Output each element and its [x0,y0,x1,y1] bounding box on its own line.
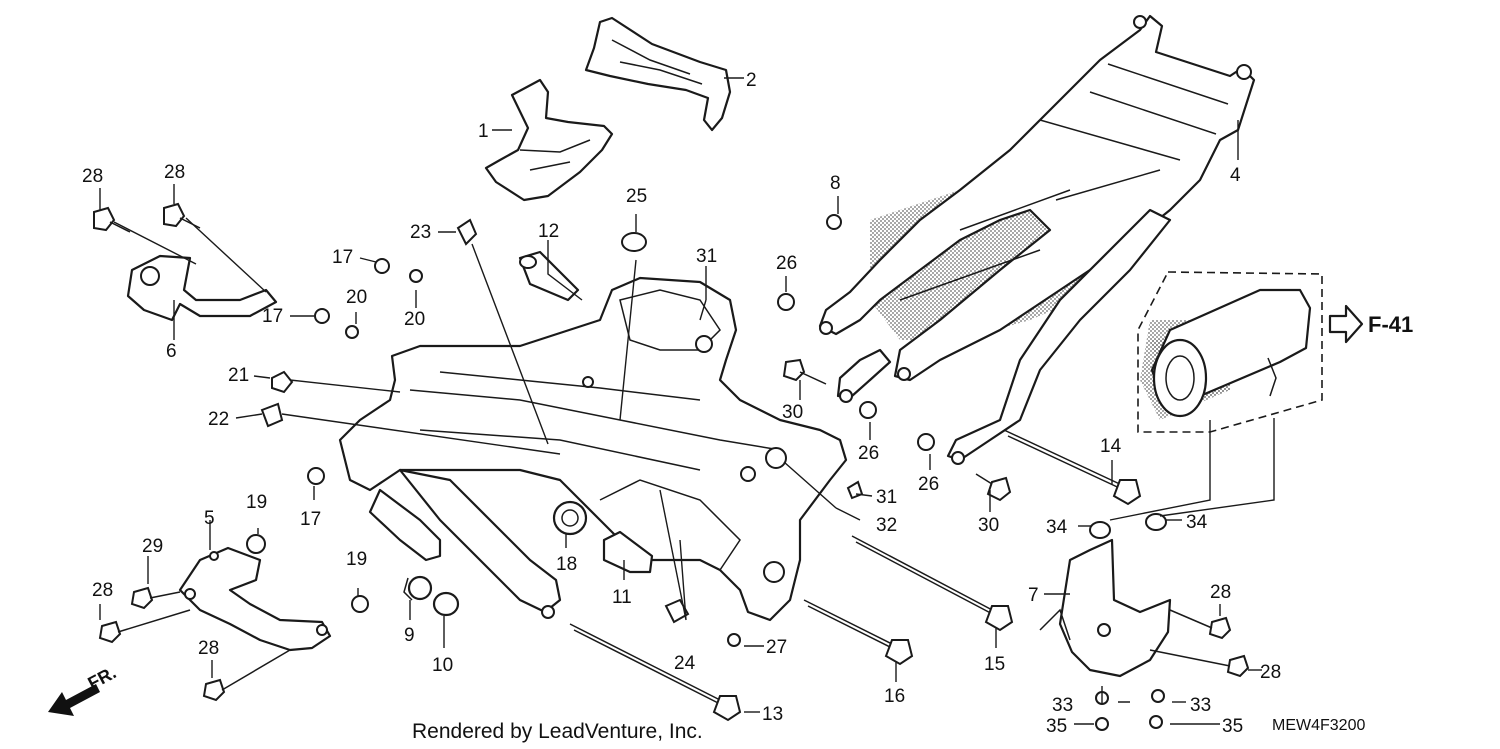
main-frame [338,276,848,622]
callout-10: 10 [432,655,453,676]
callout-28c: 28 [92,580,113,601]
callout-11: 11 [612,587,632,608]
callout-31b: 31 [876,487,897,508]
callout-13: 13 [762,704,783,725]
callout-30b: 30 [978,515,999,536]
callout-22: 22 [208,409,229,430]
part-18-grommet [552,500,588,536]
callout-17a: 17 [332,247,353,268]
part-9-bushing [403,575,433,601]
callout-26b: 26 [858,443,879,464]
callout-7: 7 [1028,585,1039,606]
part-6-bracket [126,254,278,322]
callout-1: 1 [478,121,489,142]
callout-32: 32 [876,515,897,536]
part-7-bracket [1039,538,1172,678]
callout-18: 18 [556,554,577,575]
callout-6: 6 [166,341,177,362]
callout-33a: 33 [1052,695,1073,716]
callout-30a: 30 [782,402,803,423]
callout-28f: 28 [1260,662,1281,683]
callout-4: 4 [1230,165,1241,186]
part-12-collar [518,250,580,302]
part-11-collar [602,530,654,574]
callout-5: 5 [204,508,215,529]
callout-15: 15 [984,654,1005,675]
callout-35a: 35 [1046,716,1067,737]
callout-27: 27 [766,637,787,658]
reference-label: F-41 [1368,312,1413,337]
fasteners [93,202,1250,731]
muffler-assembly [1137,271,1323,433]
callout-34b: 34 [1186,512,1208,533]
callout-33b: 33 [1190,695,1211,716]
callout-12: 12 [538,221,559,242]
callout-25: 25 [626,186,647,207]
callout-24: 24 [674,653,696,674]
callout-21: 21 [228,365,249,386]
callout-28b: 28 [164,162,185,183]
callout-31a: 31 [696,246,717,267]
callout-20a: 20 [346,287,367,308]
front-direction-arrow [48,684,100,716]
callouts: 1 2 4 5 6 7 8 9 10 11 12 13 14 15 16 17 … [82,70,1281,737]
part-5-bracket [178,546,332,652]
diagram-code: MEW4F3200 [1272,717,1365,734]
callout-20b: 20 [404,309,425,330]
callout-19a: 19 [246,492,267,513]
reference-arrow [1328,304,1364,344]
callout-28a: 28 [82,166,103,187]
callout-8: 8 [830,173,841,194]
leader-lines [99,77,1275,725]
long-bolts [569,429,1142,722]
callout-26a: 26 [776,253,797,274]
callout-28d: 28 [198,638,219,659]
credit-text: Rendered by LeadVenture, Inc. [412,720,703,743]
callout-16: 16 [884,686,905,707]
callout-29: 29 [142,536,163,557]
callout-19b: 19 [346,549,367,570]
callout-2: 2 [746,70,757,91]
part-1-cover [484,78,614,202]
callout-34a: 34 [1046,517,1068,538]
callout-28e: 28 [1210,582,1231,603]
callout-35b: 35 [1222,716,1243,737]
callout-14: 14 [1100,436,1122,457]
callout-23: 23 [410,222,431,243]
part-2-cover [584,16,732,132]
callout-17c: 17 [300,509,321,530]
callout-17b: 17 [262,306,283,327]
callout-9: 9 [404,625,415,646]
part-10-bushing [432,591,460,617]
callout-26c: 26 [918,474,939,495]
